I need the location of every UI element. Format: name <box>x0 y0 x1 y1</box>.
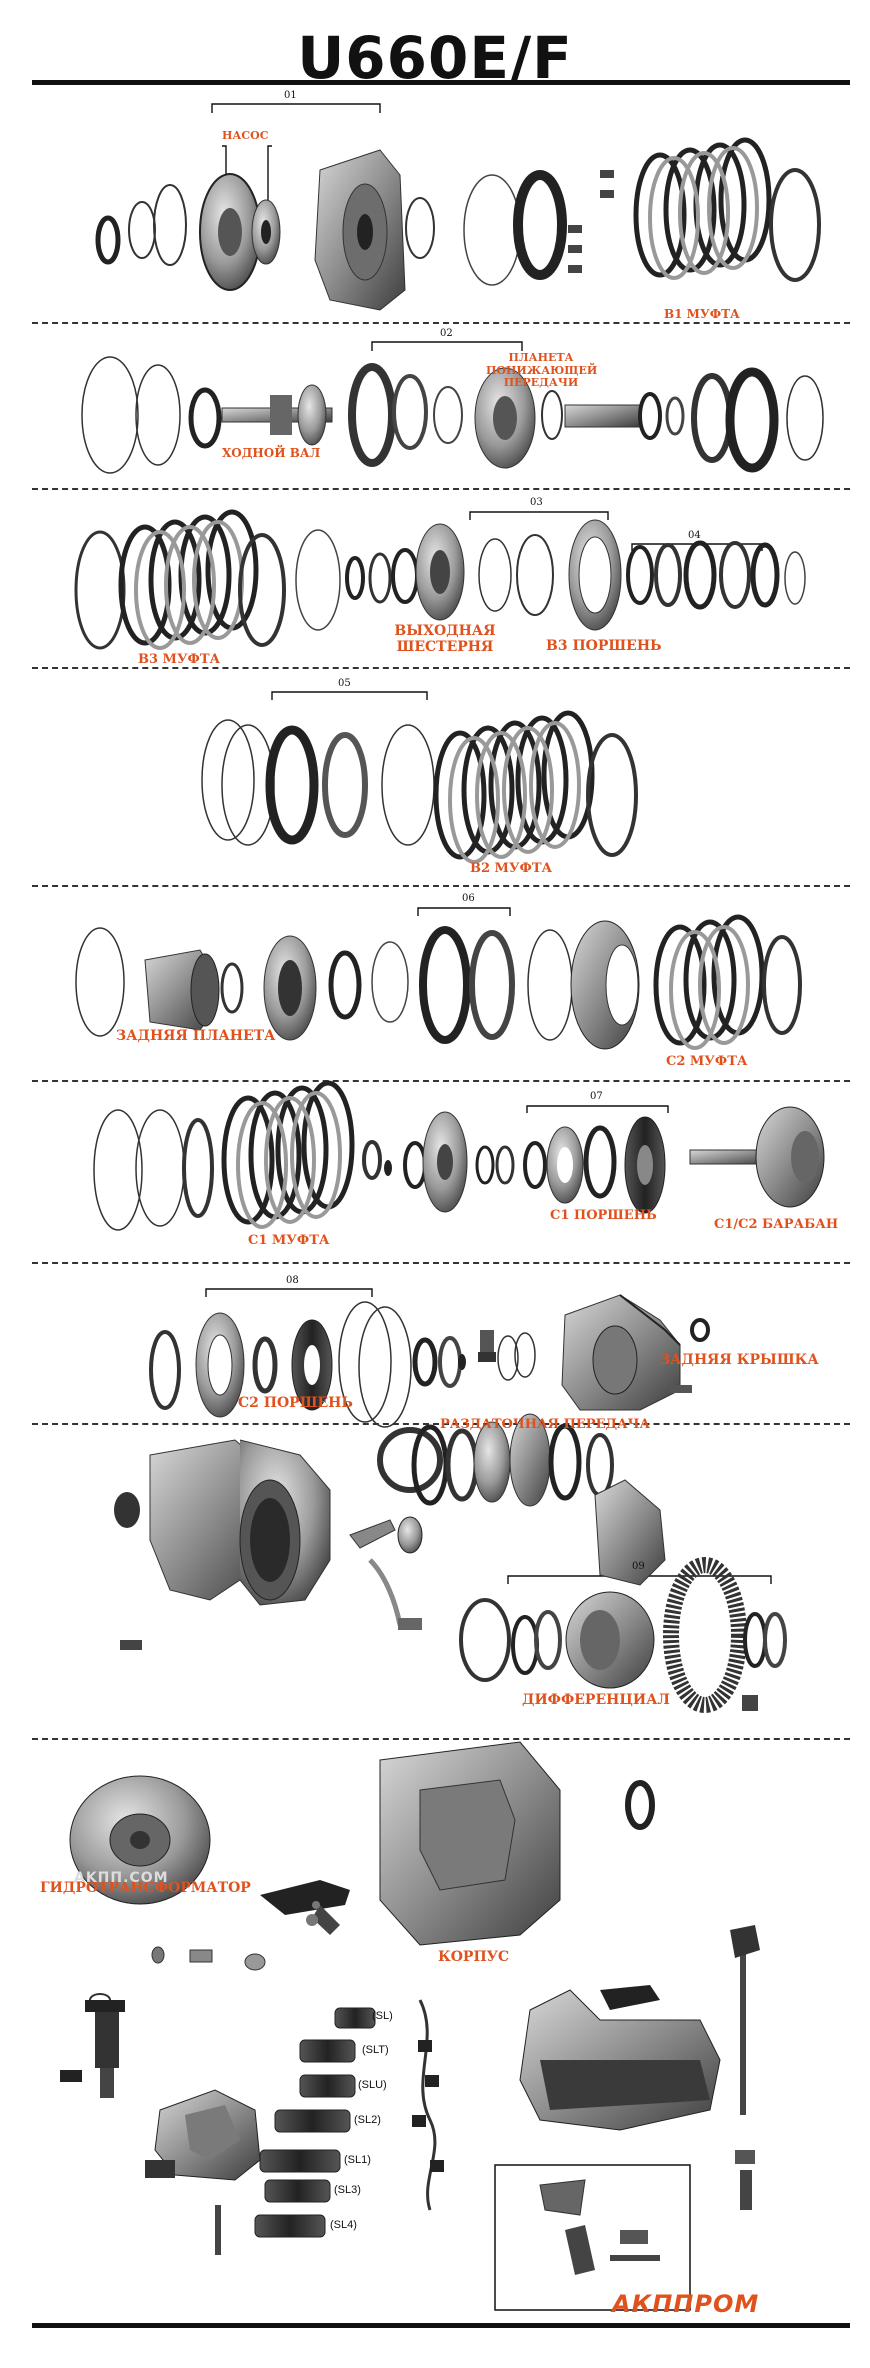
section-divider <box>32 1262 850 1264</box>
label-rear-planet: ЗАДНЯЯ ПЛАНЕТА <box>116 1028 276 1044</box>
group-number-04: 04 <box>688 530 701 541</box>
section-5-parts <box>75 914 802 1050</box>
solenoid-label-slu: (SLU) <box>358 2079 387 2091</box>
section-divider <box>32 885 850 887</box>
group-number-06: 06 <box>462 893 475 904</box>
section-9-parts <box>60 1741 760 2311</box>
label-c1-piston: C1 ПОРШЕНЬ <box>550 1208 657 1223</box>
label-case: КОРПУС <box>438 1949 510 1965</box>
label-c2-clutch: C2 МУФТА <box>666 1054 748 1069</box>
section-1-parts <box>95 137 821 311</box>
label-rear-cover: ЗАДНЯЯ КРЫШКА <box>660 1352 819 1368</box>
label-b2-clutch: B2 МУФТА <box>470 861 553 876</box>
label-transfer-gear: РАЗДАТОЧНАЯ ПЕРЕДАЧА <box>440 1417 651 1432</box>
section-2-parts <box>81 356 824 474</box>
group-number-02: 02 <box>440 328 453 339</box>
label-planet: ПЛАНЕТА ПОНИЖАЮЩЕЙ ПЕРЕДАЧИ <box>486 351 598 390</box>
group-number-08: 08 <box>286 1275 299 1286</box>
section-6-parts <box>93 1080 825 1231</box>
section-divider <box>32 667 850 669</box>
bottom-rule <box>32 2323 850 2328</box>
section-4-parts <box>201 710 638 864</box>
section-divider <box>32 488 850 490</box>
section-3-parts <box>74 509 806 650</box>
solenoid-label-slt: (SLT) <box>362 2044 389 2056</box>
label-output-gear: ВЫХОДНАЯ ШЕСТЕРНЯ <box>390 623 500 655</box>
solenoid-label-sl4: (SL4) <box>330 2219 357 2231</box>
solenoid-label-sl1: (SL1) <box>344 2154 371 2166</box>
label-pump: НАСОС <box>222 129 269 142</box>
label-output-gear-line2: ШЕСТЕРНЯ <box>396 639 494 656</box>
watermark-text: AKПП.COM <box>74 1870 169 1886</box>
top-rule <box>32 80 850 85</box>
label-planet-line2: ПОНИЖАЮЩЕЙ <box>486 363 598 377</box>
group-number-07: 07 <box>590 1091 603 1102</box>
group-number-03: 03 <box>530 497 543 508</box>
section-8-parts <box>114 1413 787 1713</box>
label-planet-line3: ПЕРЕДАЧИ <box>503 376 579 390</box>
solenoid-label-sl2: (SL2) <box>354 2114 381 2126</box>
label-torque-converter: ГИДРОТРАНСФОРМАТОР <box>40 1880 251 1896</box>
group-number-01: 01 <box>284 90 297 101</box>
brand-logo: AКППРОМ <box>612 2290 760 2318</box>
solenoid-label-sl3: (SL3) <box>334 2184 361 2196</box>
label-b3-piston: B3 ПОРШЕНЬ <box>546 638 662 654</box>
group-number-05: 05 <box>338 678 351 689</box>
group-number-09: 09 <box>632 1561 645 1572</box>
label-b1-clutch: B1 МУФТА <box>664 307 740 321</box>
section-divider <box>32 1080 850 1082</box>
label-c1-clutch: C1 МУФТА <box>248 1233 330 1248</box>
label-input-shaft: ХОДНОЙ ВАЛ <box>222 446 321 460</box>
label-output-gear-line1: ВЫХОДНАЯ <box>394 623 496 639</box>
solenoid-label-sl: (SL) <box>372 2010 393 2022</box>
section-divider <box>32 1738 850 1740</box>
label-differential: ДИФФЕРЕНЦИАЛ <box>522 1692 670 1708</box>
label-c1c2-drum: C1/C2 БАРАБАН <box>714 1217 839 1232</box>
label-b3-clutch: B3 МУФТА <box>138 652 221 667</box>
section-7-parts <box>149 1294 710 1428</box>
label-c2-piston: C2 ПОРШЕНЬ <box>238 1395 353 1411</box>
section-divider <box>32 1423 850 1425</box>
section-divider <box>32 322 850 324</box>
label-planet-line1: ПЛАНЕТА <box>508 351 574 364</box>
